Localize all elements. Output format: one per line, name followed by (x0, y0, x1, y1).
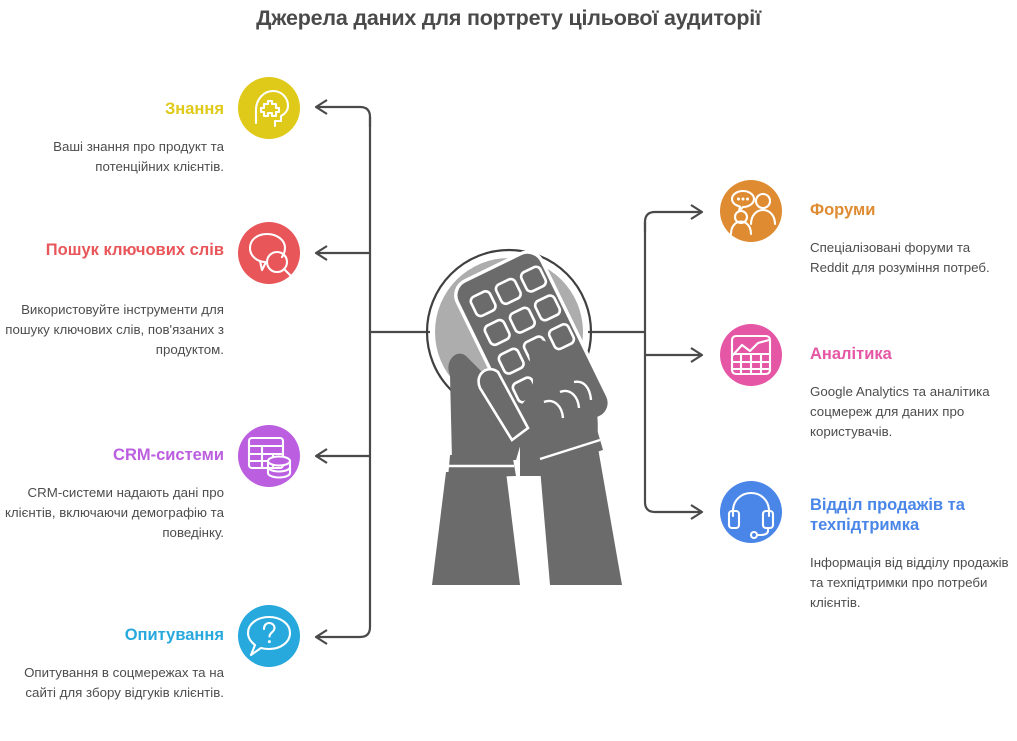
speech-bubble-search-icon (238, 222, 300, 284)
node-crm[interactable]: CRM-системи CRM-системи надають дані про… (5, 425, 300, 595)
question-bubble-icon (238, 605, 300, 667)
people-chat-icon (720, 180, 782, 242)
hands-holding-smartphone-illustration (408, 240, 658, 585)
node-body: Google Analytics та аналітика соцмереж д… (810, 384, 990, 439)
node-heading: Пошук ключових слів (45, 241, 224, 259)
node-heading: Знання (164, 100, 224, 118)
node-forums[interactable]: Форуми Спеціалізовані форуми та Reddit д… (720, 180, 1010, 310)
node-body: Опитування в соцмережах та на сайті для … (24, 665, 224, 700)
node-heading: Форуми (810, 201, 876, 219)
node-body: Інформація від відділу продажів та техпі… (810, 555, 1009, 610)
node-body: Використовуйте інструменти для пошуку кл… (5, 302, 224, 357)
node-surveys[interactable]: Опитування Опитування в соцмережах та на… (10, 605, 300, 741)
node-body: Спеціалізовані форуми та Reddit для розу… (810, 240, 990, 275)
node-heading: Аналітика (810, 345, 892, 363)
node-body: CRM-системи надають дані про клієнтів, в… (4, 485, 224, 540)
page-title: Джерела даних для портрету цільової ауди… (256, 6, 761, 30)
node-knowledge[interactable]: Знання Ваші знання про продукт та потенц… (10, 77, 300, 207)
node-support[interactable]: Відділ продажів та техпідтримка Інформац… (720, 481, 1010, 651)
database-table-icon (238, 425, 300, 487)
node-heading: Опитування (124, 626, 224, 644)
chart-grid-icon (720, 324, 782, 386)
node-analytics[interactable]: Аналітика Google Analytics та аналітика … (720, 324, 1010, 464)
node-heading: CRM-системи (113, 446, 224, 464)
node-heading: Відділ продажів та техпідтримка (810, 496, 965, 534)
headset-icon (720, 481, 782, 543)
node-keywords[interactable]: Пошук ключових слів Використовуйте інстр… (5, 222, 300, 402)
node-body: Ваші знання про продукт та потенційних к… (53, 139, 224, 174)
brain-head-icon (238, 77, 300, 139)
